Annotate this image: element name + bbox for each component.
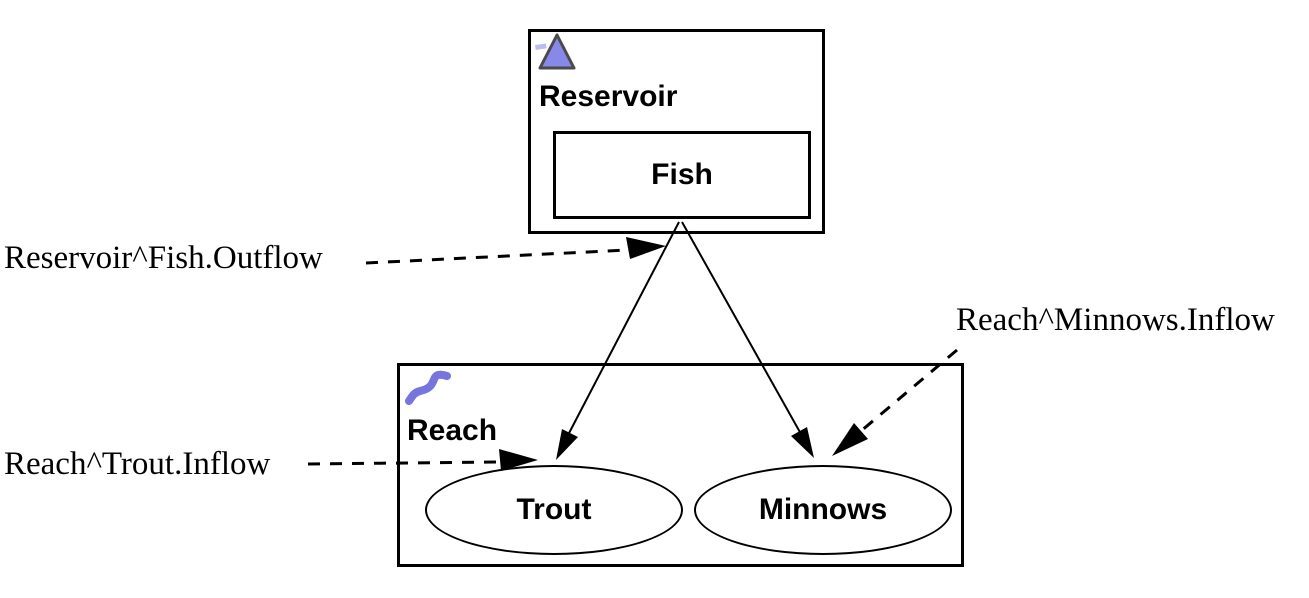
reservoir-label: Reservoir bbox=[539, 80, 678, 113]
connector-label-minnows-inflow[interactable]: Reach^Minnows.Inflow bbox=[956, 302, 1275, 338]
fish-outflow-arrow[interactable] bbox=[365, 237, 666, 265]
reach-label: Reach bbox=[407, 414, 498, 447]
reach-node[interactable]: Reach Trout Minnows bbox=[397, 363, 964, 567]
reservoir-triangle-icon bbox=[535, 32, 577, 77]
trout-label: Trout bbox=[516, 493, 592, 526]
reservoir-node[interactable]: Reservoir Fish bbox=[528, 29, 825, 234]
connector-label-fish-outflow[interactable]: Reservoir^Fish.Outflow bbox=[4, 240, 323, 276]
minnows-node[interactable]: Minnows bbox=[694, 465, 952, 555]
connector-label-trout-inflow[interactable]: Reach^Trout.Inflow bbox=[4, 446, 271, 482]
fish-node[interactable]: Fish bbox=[553, 131, 811, 219]
minnows-label: Minnows bbox=[758, 493, 888, 526]
trout-node[interactable]: Trout bbox=[425, 465, 683, 555]
river-reach-icon bbox=[405, 368, 451, 415]
fish-label: Fish bbox=[651, 158, 713, 191]
